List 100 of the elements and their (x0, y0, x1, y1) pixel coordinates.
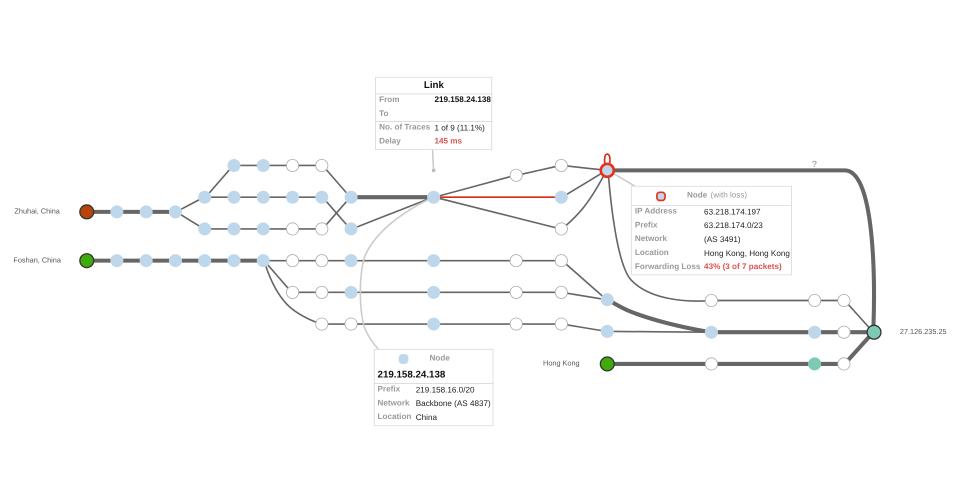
node-circle (427, 318, 440, 331)
connector (357, 292, 428, 294)
connector (567, 292, 602, 300)
node-circle (866, 324, 882, 340)
edge-label: ? (812, 158, 818, 169)
connector (820, 330, 838, 334)
node-circle (168, 254, 182, 268)
connector (614, 168, 876, 326)
node-circle (344, 222, 358, 236)
connector (180, 199, 200, 210)
node-circle (79, 204, 94, 220)
connector (269, 228, 286, 230)
node-circle (600, 324, 614, 338)
connector (298, 164, 316, 166)
node-circle (704, 326, 718, 339)
node-circle (427, 190, 440, 204)
connector (846, 336, 870, 362)
node-circle (286, 158, 300, 172)
node-circle (837, 326, 850, 339)
connector (240, 258, 258, 263)
connector (566, 176, 604, 226)
node-circle (315, 286, 328, 299)
connector (614, 362, 706, 366)
node-circle (198, 190, 212, 204)
connector (269, 260, 286, 262)
connector (440, 176, 510, 197)
node-circle (510, 318, 523, 331)
connector (357, 260, 428, 262)
connector (152, 258, 170, 263)
connector (522, 166, 556, 175)
connector (210, 258, 228, 263)
node-label: Hong Kong (543, 358, 580, 368)
node-circle (599, 162, 616, 178)
connector (182, 258, 199, 263)
connector (567, 165, 601, 171)
node-circle (227, 222, 240, 236)
node-circle (227, 254, 240, 268)
node-circle (510, 286, 523, 299)
node-circle (600, 293, 614, 306)
connector (432, 150, 434, 169)
node-circle (344, 318, 358, 331)
connector (328, 292, 345, 294)
connector (820, 362, 838, 366)
connector (240, 196, 258, 198)
connector (440, 323, 510, 325)
node-circle (140, 205, 153, 218)
node-label: 27.126.235.25 (900, 327, 947, 336)
connector (604, 153, 611, 164)
connector (820, 300, 838, 302)
node-circle (315, 254, 328, 268)
connector (850, 330, 867, 334)
node-circle (427, 254, 440, 268)
node-circle (808, 357, 822, 370)
connector (298, 260, 316, 262)
connector (357, 195, 428, 200)
node-circle (808, 326, 822, 339)
node-circle (510, 168, 523, 182)
connector (94, 210, 111, 214)
connector (180, 214, 200, 227)
node-label: Foshan, China (13, 255, 61, 264)
node-circle (315, 318, 328, 331)
connector (240, 228, 258, 230)
connector (566, 264, 603, 297)
node-circle (198, 222, 212, 236)
node-circle (704, 294, 718, 307)
connector (210, 228, 228, 230)
node-circle (110, 254, 124, 268)
node-circle (344, 254, 358, 268)
connector (567, 324, 602, 332)
connector (356, 198, 428, 228)
node-circle (227, 190, 240, 204)
node-text: Node (with loss) IP Address 63.218.174.197 Prefix 63.218.174.0/23 Network (AS 3491) Location Hong Kong, Hong Kong Forwarding Loss 43% (3 of 7 packets) (634, 190, 790, 271)
node-circle (344, 190, 358, 204)
node-circle (554, 158, 568, 172)
connector (328, 323, 345, 325)
node-circle (427, 286, 440, 299)
connector (718, 362, 808, 366)
connector (522, 260, 556, 262)
node-circle (256, 254, 270, 268)
node-circle (286, 286, 300, 299)
connector (522, 292, 556, 294)
connector (440, 260, 510, 262)
connector (718, 300, 808, 302)
node-circle (837, 357, 850, 370)
connector (357, 323, 428, 325)
node-circle (704, 357, 718, 370)
node-circle (315, 222, 328, 236)
connector (718, 330, 808, 334)
connector (298, 228, 316, 230)
node-circle (837, 294, 850, 307)
connector (269, 196, 286, 198)
connector (152, 210, 170, 214)
node-circle (554, 286, 568, 299)
node-circle (140, 254, 153, 268)
node-circle (110, 205, 124, 218)
node-circle (79, 253, 94, 268)
connector (608, 176, 706, 302)
node-circle (344, 286, 358, 299)
connector (208, 170, 230, 194)
connector (123, 210, 140, 214)
